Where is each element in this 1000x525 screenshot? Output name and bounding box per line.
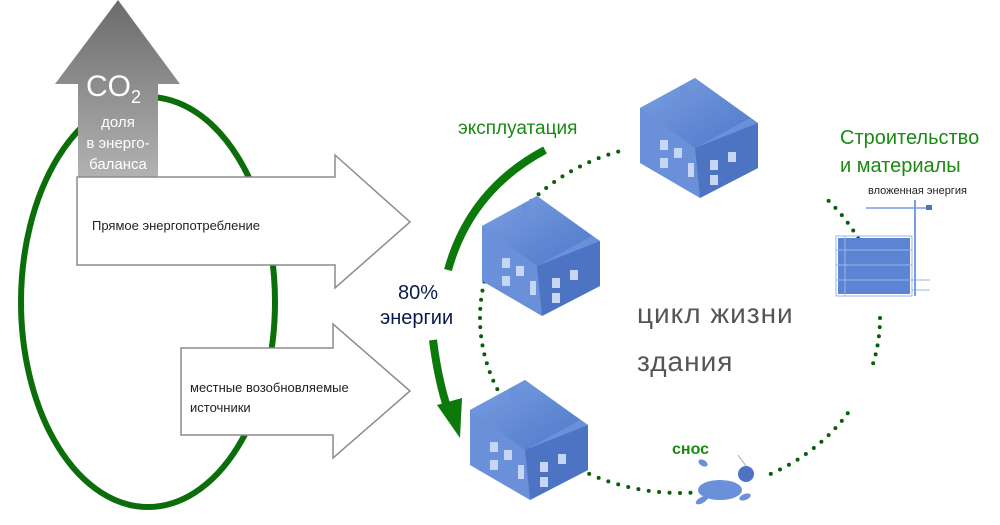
lifecycle-dot [875, 343, 880, 348]
lifecycle-dot [478, 316, 482, 320]
lifecycle-dot [606, 479, 611, 484]
lifecycle-dot [560, 174, 565, 179]
lifecycle-dot [544, 185, 549, 190]
energy-percent-label: 80% [398, 282, 439, 304]
demolition-label: снос [672, 441, 710, 458]
lifecycle-dot [839, 213, 844, 218]
lifecycle-dot [819, 439, 824, 444]
lifecycle-dot [786, 462, 791, 467]
co2-label: CO2 [86, 70, 142, 107]
co2-share-label: доля в энерго- баланса [86, 114, 150, 173]
lifecycle-dot [491, 378, 496, 383]
lifecycle-dot [688, 490, 693, 495]
lifecycle-dot [871, 361, 876, 366]
lifecycle-dot [657, 490, 662, 495]
embodied-energy-label: вложенная энергия [868, 185, 967, 197]
lifecycle-dot [536, 192, 541, 197]
lifecycle-dot [626, 485, 631, 490]
lifecycle-dot [826, 433, 831, 438]
construction-crane-icon [835, 200, 932, 297]
demolition-debris-icon [695, 454, 754, 505]
lifecycle-dot [616, 482, 621, 487]
lifecycle-dot [636, 487, 641, 492]
lifecycle-dot [478, 325, 483, 330]
lifecycle-dot [678, 491, 682, 495]
lifecycle-dot [876, 334, 881, 339]
energy-down-arrow [429, 339, 452, 412]
house-icon-top [640, 78, 758, 198]
lifecycle-dot [487, 370, 492, 375]
energy-word-label: энергии [380, 307, 454, 329]
energy-arrowhead [437, 398, 462, 438]
lifecycle-dot [606, 152, 611, 157]
lifecycle-dot [873, 352, 878, 357]
lifecycle-dot [480, 288, 485, 293]
operation-arc-arrow [444, 146, 547, 272]
lifecycle-title: цикл жизни здания [637, 298, 794, 377]
lifecycle-dot [480, 343, 485, 348]
lifecycle-dot [795, 457, 800, 462]
lifecycle-dot [552, 179, 557, 184]
house-icon-bottom [470, 380, 588, 500]
lifecycle-dot [495, 387, 500, 392]
lifecycle-dot [778, 467, 782, 472]
lifecycle-dot [578, 164, 582, 169]
direct-energy-label: Прямое энергопотребление [92, 218, 261, 233]
lifecycle-dot [616, 149, 621, 154]
construction-label: Строительство и материалы [840, 127, 980, 177]
lifecycle-dot [479, 334, 484, 339]
lifecycle-dot [596, 475, 601, 480]
lifecycle-dot [839, 418, 844, 423]
lifecycle-dot [587, 160, 592, 165]
lifecycle-dot [878, 316, 882, 320]
renewable-arrow [180, 322, 412, 460]
lifecycle-dot [482, 352, 487, 357]
lifecycle-dot [569, 169, 574, 174]
lifecycle-dot [484, 361, 489, 366]
lifecycle-dot [768, 471, 773, 476]
lifecycle-dot [851, 228, 856, 233]
lifecycle-dot [803, 452, 808, 457]
lifecycle-dot [877, 325, 882, 330]
lifecycle-dot [646, 488, 651, 493]
lifecycle-dot [667, 490, 672, 495]
direct-energy-arrow [76, 153, 412, 290]
lifecycle-dot [833, 205, 838, 210]
lifecycle-dot [587, 471, 592, 476]
house-icon-left [482, 196, 600, 316]
renewable-label: местные возобновляемые источники [190, 380, 349, 415]
lifecycle-dot [811, 446, 816, 451]
lifecycle-dot [845, 220, 850, 225]
lifecycle-dot [479, 297, 484, 302]
lifecycle-dot [478, 306, 483, 311]
lifecycle-dot [833, 426, 838, 431]
lifecycle-dot [845, 411, 850, 416]
lifecycle-dot [826, 198, 831, 203]
lifecycle-dot [596, 156, 601, 161]
operation-label: эксплуатация [458, 118, 578, 139]
co2-arrow [55, 0, 180, 180]
